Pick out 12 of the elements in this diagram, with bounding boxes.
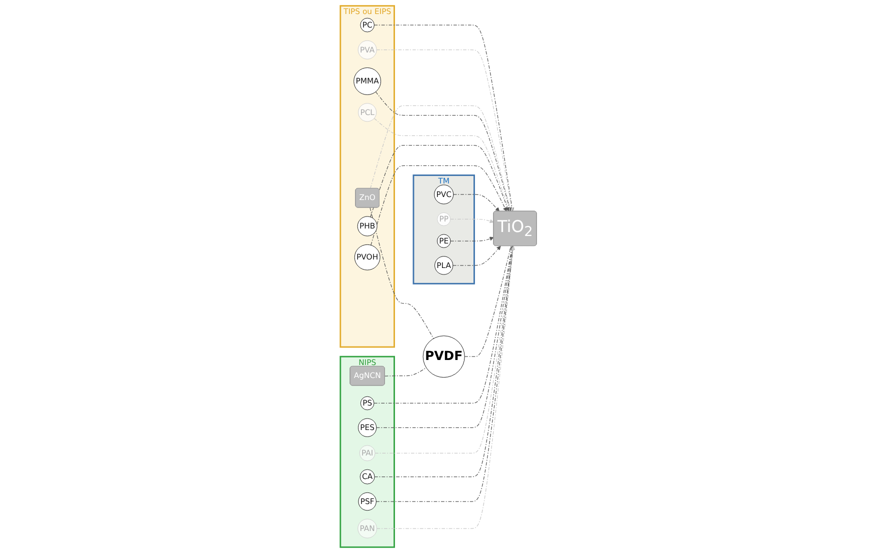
connector (370, 207, 434, 339)
arrow (376, 50, 514, 212)
arrow (370, 165, 507, 246)
arrow (374, 24, 514, 212)
arrow (453, 194, 500, 212)
arrow (450, 218, 494, 224)
node-circle: PVDF (422, 336, 465, 378)
connector (384, 367, 427, 376)
arrow (370, 144, 510, 218)
arrow (374, 118, 510, 212)
arrow (450, 236, 494, 242)
arrow (452, 246, 501, 266)
